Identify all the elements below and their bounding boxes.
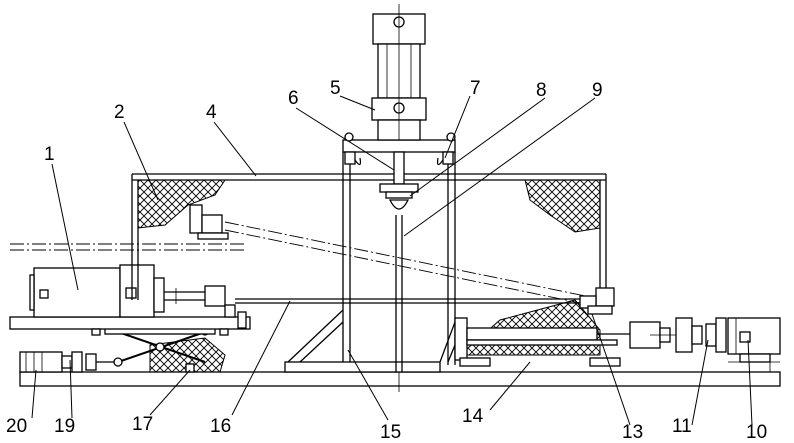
label-5: 5	[330, 78, 341, 99]
label-15: 15	[380, 422, 401, 443]
workpiece-line	[225, 222, 595, 306]
label-16: 16	[210, 416, 231, 437]
base-platform	[20, 372, 780, 386]
right-drive	[630, 318, 726, 352]
label-10: 10	[746, 422, 767, 443]
label-17: 17	[132, 414, 153, 435]
scissor-lift	[105, 328, 225, 372]
label-19: 19	[54, 416, 75, 437]
bottom-motor	[20, 352, 118, 372]
tower-base	[285, 310, 455, 372]
label-11: 11	[672, 416, 692, 437]
label-7: 7	[470, 78, 481, 99]
label-9: 9	[592, 80, 603, 101]
label-2: 2	[114, 102, 125, 123]
label-4: 4	[206, 102, 217, 123]
right-motor	[728, 318, 780, 372]
label-1: 1	[44, 144, 55, 165]
label-6: 6	[288, 88, 299, 109]
label-14: 14	[462, 406, 484, 427]
label-8: 8	[536, 80, 547, 101]
left-clamp	[190, 205, 228, 239]
top-cylinder	[372, 4, 426, 140]
label-20: 20	[6, 416, 27, 437]
right-clamp	[580, 288, 614, 314]
reference-line-left	[10, 244, 245, 250]
label-13: 13	[622, 422, 643, 443]
